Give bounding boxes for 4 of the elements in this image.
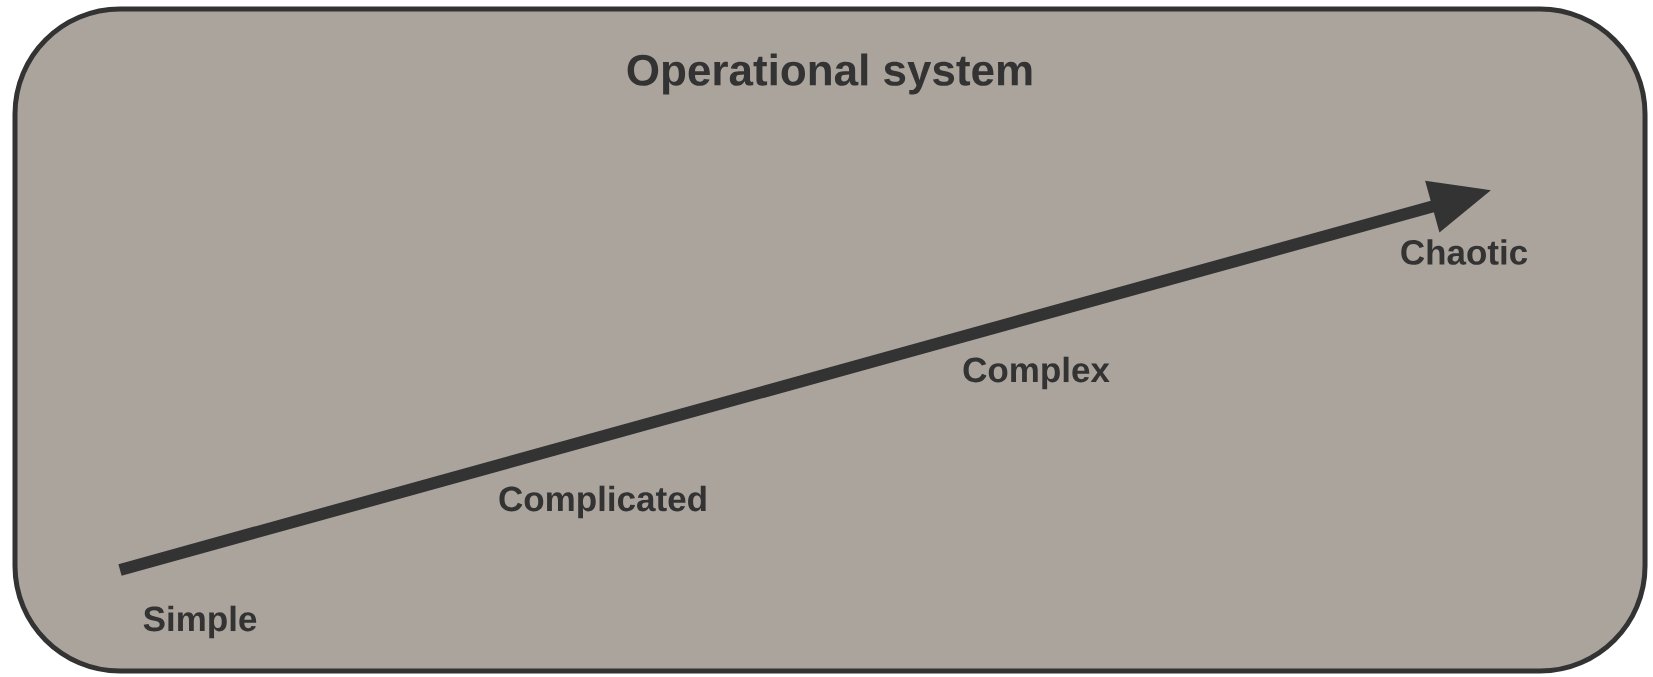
stage-label: Complicated (499, 485, 706, 519)
stage-label: Simple (143, 605, 257, 639)
stage-label: Complex (963, 356, 1110, 390)
stage-label: Chaotic (1401, 239, 1528, 265)
